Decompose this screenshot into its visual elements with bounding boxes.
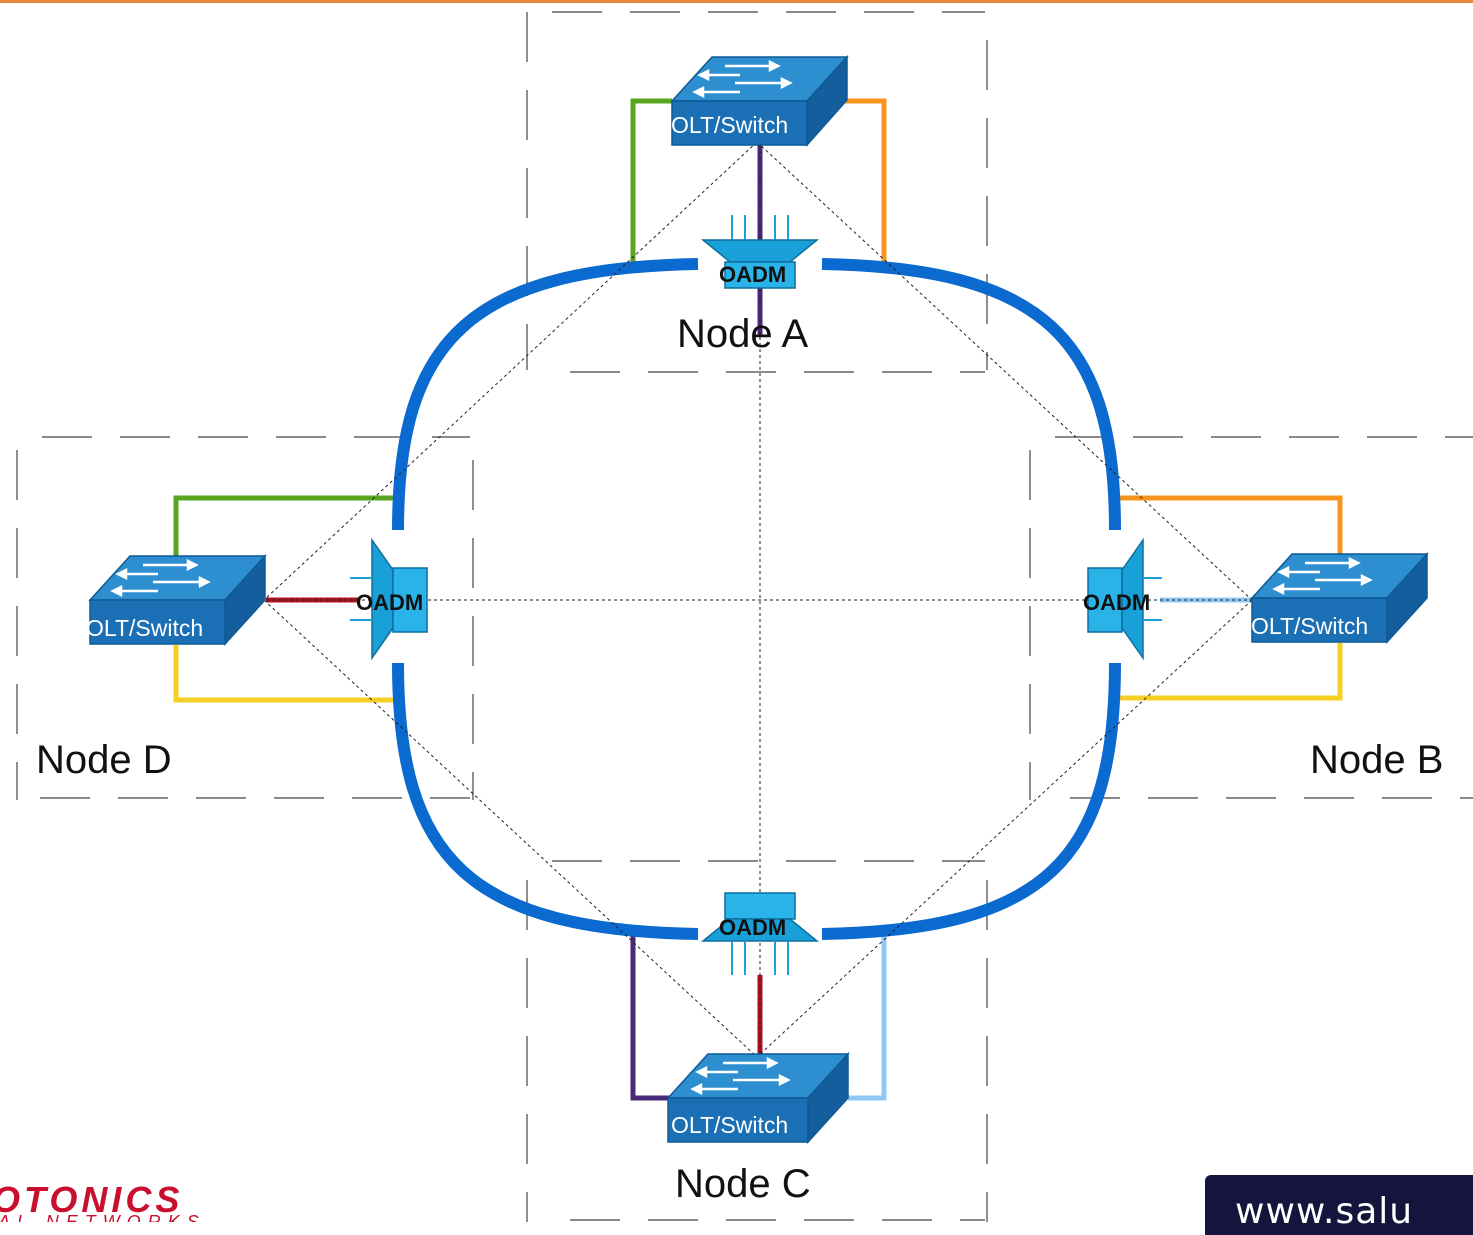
- logical-d-c: [263, 599, 758, 1058]
- oadm-a-icon: [700, 215, 820, 289]
- client-links: [173, 98, 1343, 1101]
- switch-c-icon: [666, 1052, 850, 1144]
- link-c-purple: [630, 935, 672, 1101]
- link-b-orange: [1115, 495, 1343, 555]
- node-region-boxes: [16, 11, 1473, 1222]
- ring-arc-b-c: [821, 662, 1121, 940]
- ring-arc-c-d: [392, 662, 699, 940]
- oadm-b-label: OADM: [1083, 590, 1151, 615]
- oadm-c-icon: [700, 892, 820, 975]
- switch-c-label: OLT/Switch: [671, 1112, 789, 1138]
- link-d-yellow: [173, 645, 395, 703]
- oadm-d-label: OADM: [356, 590, 424, 615]
- logo-tagline: AL NETWORKS: [0, 1212, 206, 1222]
- website-banner: www.salu: [1205, 1175, 1473, 1235]
- switch-b-icon: [1250, 552, 1429, 644]
- switch-a-icon: [670, 55, 849, 147]
- node-b-label: Node B: [1310, 738, 1444, 782]
- oadm-a-label: OADM: [719, 262, 787, 287]
- oadm-c-label: OADM: [719, 915, 787, 940]
- link-b-yellow: [1115, 643, 1343, 701]
- top-accent-rule: [0, 0, 1473, 3]
- ring-arc-d-a: [392, 258, 699, 531]
- link-a-green: [630, 98, 672, 262]
- oadm-d-icon: [350, 537, 428, 661]
- oadm-b-icon: [1087, 537, 1162, 661]
- switch-d-icon: [88, 554, 267, 646]
- logical-a-b: [756, 141, 1253, 601]
- link-d-green: [173, 495, 395, 560]
- ring-arc-a-b: [821, 258, 1121, 531]
- node-a-label: Node A: [677, 312, 809, 356]
- fiber-ring: [392, 258, 1121, 940]
- switch-b-label: OLT/Switch: [1251, 613, 1369, 639]
- logical-a-d: [263, 141, 758, 601]
- company-logo: OTONICS AL NETWORKS: [0, 1180, 232, 1222]
- website-url: www.salu: [1235, 1191, 1414, 1232]
- link-c-lightblue: [848, 935, 887, 1101]
- switch-d-label: OLT/Switch: [86, 615, 204, 641]
- node-c-label: Node C: [675, 1162, 811, 1206]
- logical-b-c: [756, 599, 1253, 1058]
- switch-a-label: OLT/Switch: [671, 112, 789, 138]
- node-d-label: Node D: [36, 738, 172, 782]
- logo-wordmark: OTONICS: [0, 1180, 184, 1220]
